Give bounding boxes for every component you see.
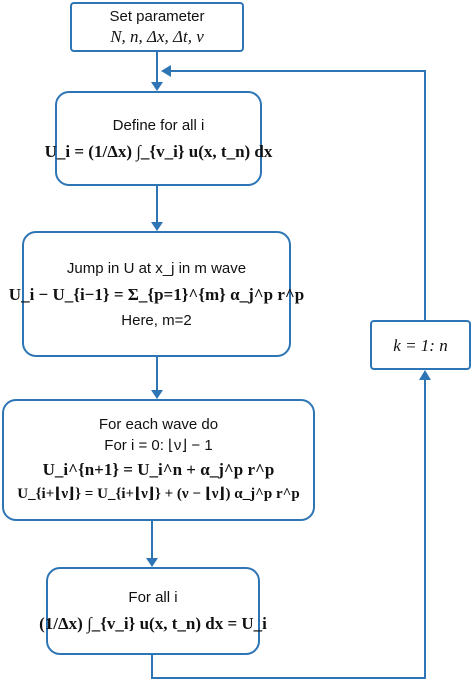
loop-return-to-k <box>151 376 426 679</box>
loop-k-to-main <box>167 70 426 320</box>
jump-title: Jump in U at x_j in m wave <box>66 259 247 277</box>
wave-count-note: Here, m=2 <box>121 311 192 329</box>
wave-loop-title: For each wave do <box>98 416 219 433</box>
arrowhead-k <box>419 370 431 380</box>
reconstruct-equation: (1/Δx) ∫_{v_i} u(x, t_n) dx = U_i <box>39 614 267 633</box>
index-loop: For i = 0: ⌊ν⌋ − 1 <box>104 437 213 454</box>
arrowhead-main <box>161 65 171 77</box>
reconstruct-box: For all i (1/Δx) ∫_{v_i} u(x, t_n) dx = … <box>39 567 267 655</box>
wave-update-box: For each wave do For i = 0: ⌊ν⌋ − 1 U_i^… <box>2 399 315 521</box>
reconstruct-title: For all i <box>128 589 178 606</box>
define-average-box: Define for all i U_i = (1/Δx) ∫_{v_i} u(… <box>45 91 272 186</box>
arrowhead-reconstruct <box>146 558 158 567</box>
set-parameter-values: N, n, Δx, Δt, ν <box>110 27 204 46</box>
time-loop-box: k = 1: n <box>370 320 471 370</box>
wave-decomposition-equation: U_i − U_{i−1} = Σ_{p=1}^{m} α_j^p r^p <box>8 284 305 304</box>
update-equation-shifted: U_{i+⌊ν⌋} = U_{i+⌊ν⌋} + (ν − ⌊ν⌋) α_j^p … <box>17 486 300 502</box>
jump-decomposition-box: Jump in U at x_j in m wave U_i − U_{i−1}… <box>9 231 304 357</box>
define-average-title: Define for all i <box>112 116 205 134</box>
cell-average-equation: U_i = (1/Δx) ∫_{v_i} u(x, t_n) dx <box>44 141 273 161</box>
arrowhead-jump <box>151 222 163 231</box>
time-loop-label: k = 1: n <box>393 335 448 355</box>
set-parameter-box: Set parameter N, n, Δx, Δt, ν <box>70 2 244 52</box>
update-equation-current: U_i^{n+1} = U_i^n + α_j^p r^p <box>42 460 275 479</box>
arrowhead-wave <box>151 390 163 399</box>
arrowhead-define <box>151 82 163 91</box>
set-parameter-title: Set parameter <box>109 8 205 25</box>
